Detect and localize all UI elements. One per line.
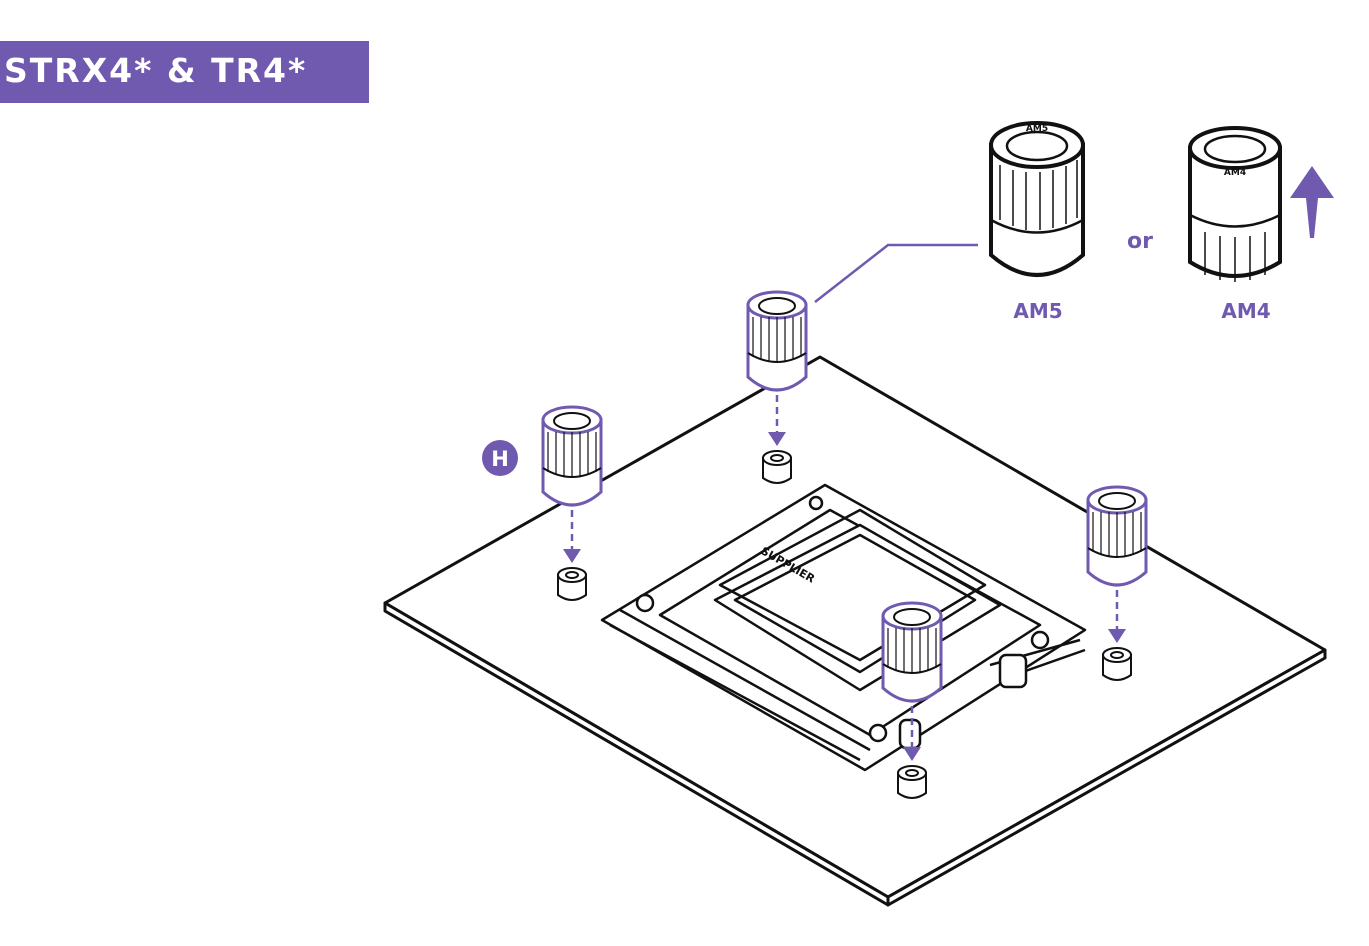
svg-text:AM5: AM5 — [1026, 124, 1048, 134]
motherboard-nut — [1102, 647, 1132, 681]
dashed-arrow — [1108, 590, 1126, 643]
arrow-up-icon — [1290, 166, 1334, 238]
or-separator: or — [1127, 229, 1153, 254]
am4-standoff-illustration: AM4 — [1188, 126, 1282, 282]
standoff — [746, 290, 808, 392]
leader-line — [814, 243, 978, 303]
am5-label: AM5 — [1013, 299, 1062, 323]
svg-text:AM4: AM4 — [1224, 168, 1246, 178]
am5-standoff-illustration: AM5 — [989, 121, 1085, 277]
motherboard-nut — [897, 765, 927, 799]
standoff — [1086, 485, 1148, 587]
standoff — [541, 405, 603, 507]
am4-label: AM4 — [1221, 299, 1270, 323]
section-title: STRX4* & TR4* — [4, 51, 308, 90]
step-marker: H — [482, 440, 518, 476]
svg-text:H: H — [491, 447, 509, 471]
dashed-arrow — [903, 706, 921, 761]
dashed-arrow — [768, 395, 786, 446]
cpu-socket: SUPPLIER — [600, 483, 1087, 772]
section-header: STRX4* & TR4* — [0, 41, 369, 103]
motherboard-nut — [557, 567, 587, 601]
standoff — [881, 601, 943, 703]
dashed-arrow — [563, 510, 581, 563]
motherboard-nut — [762, 450, 792, 484]
